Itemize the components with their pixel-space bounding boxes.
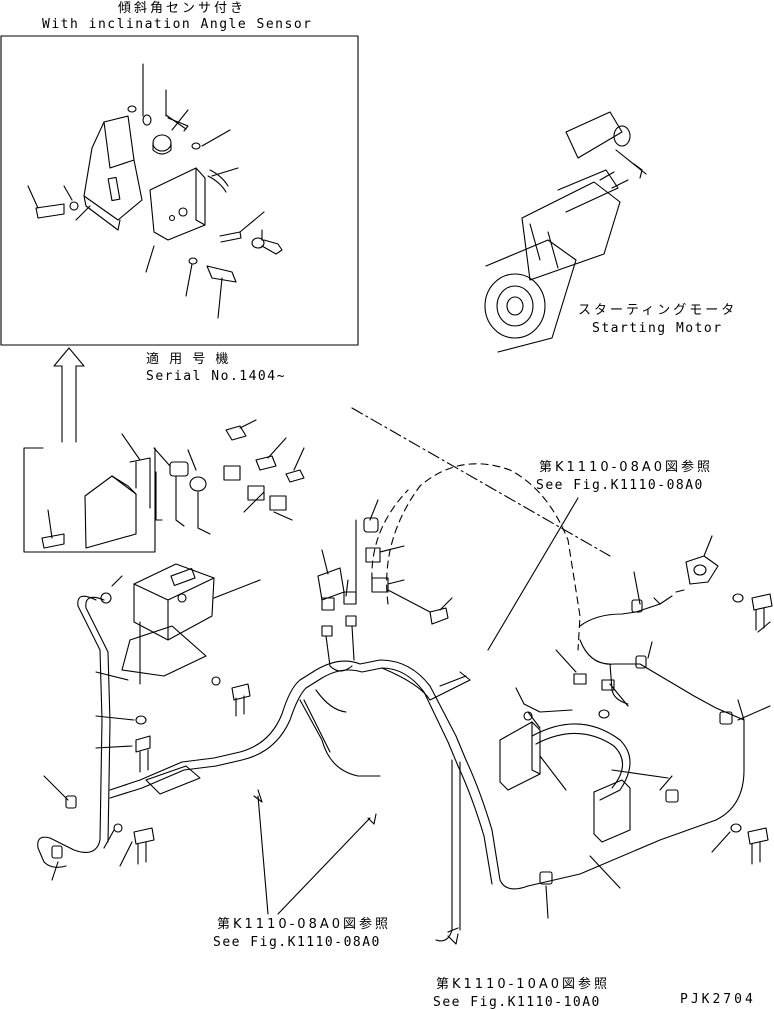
starting-motor-label-jp: スターティングモータ xyxy=(578,303,738,318)
bracket-cover-group xyxy=(24,448,155,552)
harness-right xyxy=(546,536,772,918)
inset-title-en: With inclination Angle Sensor xyxy=(42,17,313,32)
ref-3-en: See Fig.K1110-10A0 xyxy=(433,995,601,1010)
starter-bracket xyxy=(500,650,668,842)
ref-3-jp: 第K1110-10A0図参照 xyxy=(436,977,611,992)
reference-centerline xyxy=(352,408,610,556)
inset-sensor-assembly xyxy=(28,64,282,318)
inset-title-jp: 傾斜角センサ付き xyxy=(118,1,247,16)
relay-parts-cluster xyxy=(122,420,304,534)
inset-frame xyxy=(1,36,358,345)
engine-relays xyxy=(318,500,452,671)
harness-left xyxy=(38,596,154,880)
ref-2-en: See Fig.K1110-08A0 xyxy=(213,935,381,950)
up-arrow xyxy=(54,348,84,442)
reference-leaders xyxy=(254,498,578,932)
controller-box xyxy=(96,564,260,772)
serial-label-en: Serial No.1404~ xyxy=(146,369,286,384)
ref-1-jp: 第K1110-08A0図参照 xyxy=(539,460,714,475)
ref-2-jp: 第K1110-08A0図参照 xyxy=(217,917,392,932)
drawing-code: PJK2704 xyxy=(680,992,756,1007)
starting-motor-label-en: Starting Motor xyxy=(592,321,723,336)
ref-1-en: See Fig.K1110-08A0 xyxy=(536,478,704,493)
serial-label-jp: 適 用 号 機 xyxy=(146,352,232,367)
starting-motor xyxy=(485,112,646,352)
engine-outline xyxy=(372,464,580,650)
main-harness xyxy=(110,660,744,944)
